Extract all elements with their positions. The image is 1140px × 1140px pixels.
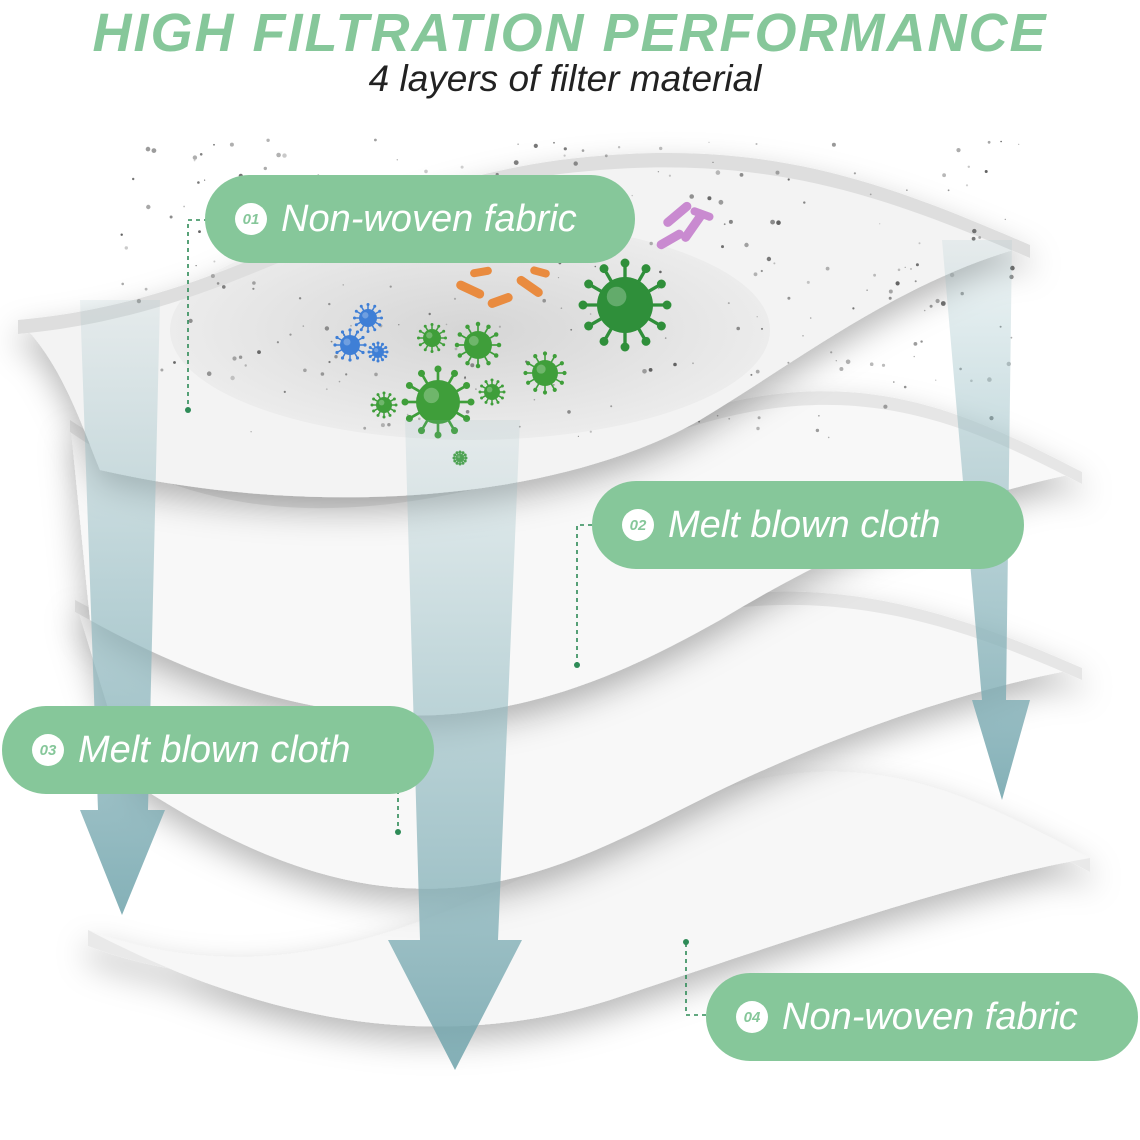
layer-2-number: 02 [622,509,654,541]
green-virus-icon [454,321,502,369]
layer-4-number: 04 [736,1001,768,1033]
green-virus-icon [523,351,567,395]
layer-3-number: 03 [32,734,64,766]
down-arrow-icon [80,300,165,915]
pink-bacteria-icon [656,201,714,250]
blue-virus-icon [333,328,367,362]
layer-3-label: 03 Melt blown cloth [2,706,434,794]
down-arrow-icon [388,420,522,1070]
blue-virus-icon [367,341,389,363]
layer-1-name: Non-woven fabric [281,197,577,240]
layer-1-label: 01 Non-woven fabric [205,175,635,263]
green-virus-icon [417,323,447,353]
green-virus-icon [478,378,506,406]
germs-cluster [333,201,714,466]
blue-virus-icon [353,303,383,333]
page-subtitle: 4 layers of filter material [368,58,762,99]
green-virus-icon [578,258,672,352]
layer-4-label: 04 Non-woven fabric [706,973,1138,1061]
orange-bacteria-icon [456,266,550,308]
layer-2-name: Melt blown cloth [668,503,941,546]
layer-2-label: 02 Melt blown cloth [592,481,1024,569]
layer-4-sheet [88,771,1090,1027]
green-virus-icon [370,391,398,419]
page-title: HIGH FILTRATION PERFORMANCE [92,3,1048,63]
leader-lines [187,219,706,1016]
leader-dots [185,407,689,945]
layer-3-name: Melt blown cloth [78,728,351,771]
layer-4-name: Non-woven fabric [782,995,1078,1038]
layer-1-number: 01 [235,203,267,235]
